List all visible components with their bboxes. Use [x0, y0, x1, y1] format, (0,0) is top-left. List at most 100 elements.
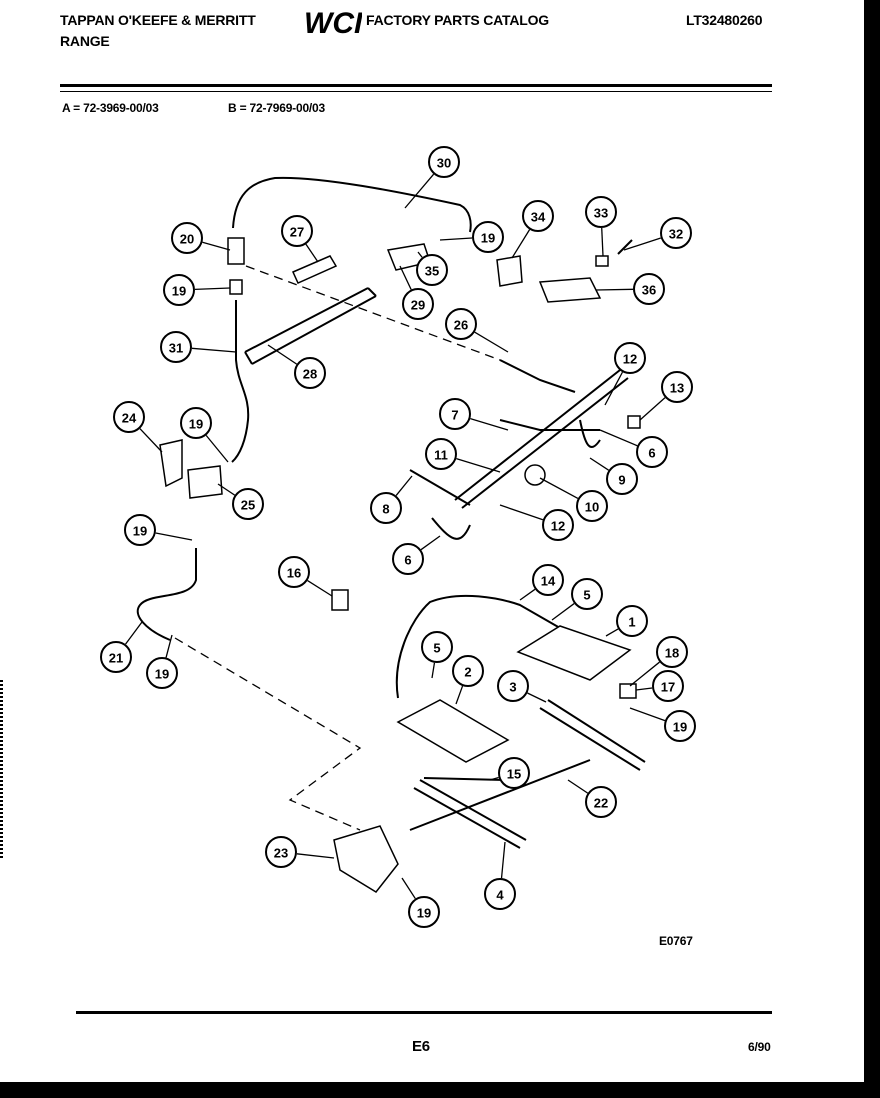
leader-line-c32	[623, 237, 661, 251]
callout-label: 16	[287, 566, 301, 581]
diagram-code: E0767	[659, 934, 693, 948]
header-rule	[60, 84, 772, 87]
leader-line-c14	[519, 588, 536, 601]
callout-8: 8	[370, 492, 402, 524]
callout-circle	[585, 786, 617, 818]
callout-35: 35	[416, 254, 448, 286]
leader-line-c2	[455, 685, 464, 705]
leader-line-c23	[296, 853, 335, 859]
callout-label: 22	[594, 796, 608, 811]
callout-circle	[281, 215, 313, 247]
callout-circle	[425, 438, 457, 470]
callout-circle	[614, 342, 646, 374]
callout-label: 25	[241, 498, 255, 513]
callout-circle	[445, 308, 477, 340]
callout-circle	[421, 631, 453, 663]
callout-circle	[408, 896, 440, 928]
callout-label: 19	[673, 720, 687, 735]
leader-line-c19d	[155, 532, 193, 541]
callout-circle	[278, 556, 310, 588]
callout-label: 24	[122, 411, 137, 426]
callout-25: 25	[232, 488, 264, 520]
leader-line-c34	[511, 229, 531, 259]
fitting-17-18	[619, 683, 637, 699]
leader-line-c6b	[420, 535, 441, 551]
callout-circle	[497, 670, 529, 702]
callout-circle	[160, 331, 192, 363]
callout-19: 19	[408, 896, 440, 928]
ignitor-lead-6b	[431, 517, 471, 540]
callout-circle	[656, 636, 688, 668]
leader-line-c9	[589, 457, 609, 471]
svg-text:WCI: WCI	[304, 7, 362, 38]
leader-line-c22	[567, 779, 589, 794]
leader-line-c19e	[165, 634, 173, 658]
callout-label: 31	[169, 341, 183, 356]
bracket-26	[499, 359, 576, 393]
callout-label: 20	[180, 232, 194, 247]
leader-line-c13	[639, 397, 666, 421]
callout-20: 20	[171, 222, 203, 254]
callout-33: 33	[585, 196, 617, 228]
callout-label: 19	[172, 284, 186, 299]
callout-label: 19	[189, 417, 203, 432]
leader-line-c4	[500, 841, 506, 879]
callout-circle	[636, 436, 668, 468]
callout-circle	[498, 757, 530, 789]
callout-label: 14	[541, 574, 556, 589]
leader-line-c12a	[604, 371, 624, 406]
callout-label: 18	[665, 646, 679, 661]
leader-line-c5b	[431, 662, 436, 679]
callout-circle	[484, 878, 516, 910]
leader-line-c15	[489, 776, 499, 781]
fitting-20	[227, 237, 245, 265]
callout-label: 1	[628, 615, 635, 630]
callout-label: 8	[382, 502, 389, 517]
callout-21: 21	[100, 641, 132, 673]
callout-12: 12	[542, 509, 574, 541]
callout-circle	[652, 670, 684, 702]
ignitor-27	[292, 255, 338, 284]
callout-19: 19	[163, 274, 195, 306]
model-b: B = 72-7969-00/03	[228, 101, 326, 115]
callout-circle	[439, 398, 471, 430]
callout-circle	[522, 200, 554, 232]
leader-line-c35	[417, 251, 423, 258]
leader-lines	[125, 173, 666, 899]
callout-5: 5	[421, 631, 453, 663]
callout-label: 15	[507, 767, 521, 782]
leader-line-c19b	[194, 287, 231, 291]
callout-1: 1	[616, 605, 648, 637]
gas-tube-31	[231, 300, 250, 463]
catalog-number: LT32480260	[686, 12, 763, 28]
center-line-lower	[174, 637, 362, 831]
callout-label: 9	[618, 473, 625, 488]
leader-line-c24	[139, 428, 163, 453]
callout-circle	[428, 146, 460, 178]
callout-circle	[664, 710, 696, 742]
callout-6: 6	[636, 436, 668, 468]
wci-logo: WCI	[304, 7, 362, 38]
callout-27: 27	[281, 215, 313, 247]
callout-2: 2	[452, 655, 484, 687]
callout-label: 11	[434, 448, 448, 463]
leader-line-c3	[527, 692, 547, 703]
callout-4: 4	[484, 878, 516, 910]
leader-line-c33	[601, 227, 604, 257]
callout-label: 17	[661, 680, 675, 695]
leader-line-c25	[217, 483, 236, 496]
callout-19: 19	[472, 221, 504, 253]
callout-13: 13	[661, 371, 693, 403]
callout-circle	[660, 217, 692, 249]
callout-label: 21	[109, 651, 123, 666]
leader-line-c29	[399, 265, 412, 290]
leader-line-c16	[307, 579, 333, 597]
callout-circle	[146, 657, 178, 689]
callout-28: 28	[294, 357, 326, 389]
callout-label: 3	[509, 680, 516, 695]
leader-line-c27	[305, 243, 319, 263]
callout-18: 18	[656, 636, 688, 668]
callout-circle	[606, 463, 638, 495]
leader-line-c8	[395, 475, 413, 496]
